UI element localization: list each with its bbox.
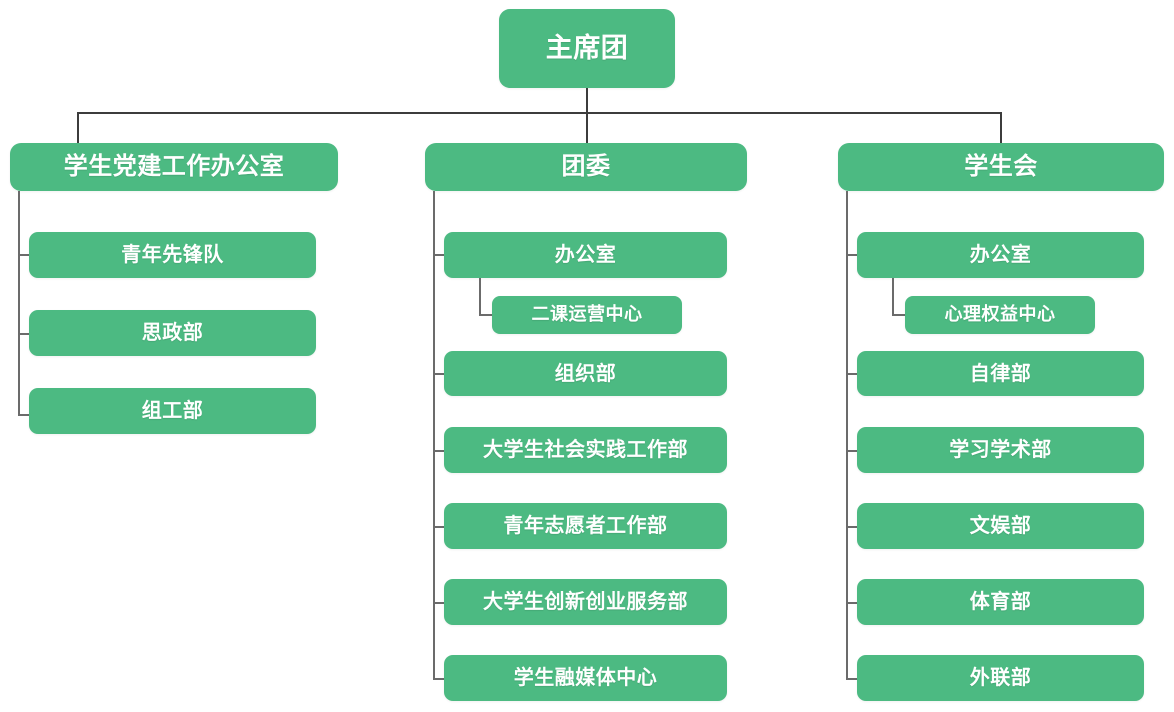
node-branch-3-child-1[interactable]: 办公室 [857,232,1144,278]
edge-branch-2-child-3 [433,450,446,452]
edge-branch-3-child-6 [846,678,859,680]
edge-branch-3-child-4 [846,526,859,528]
node-branch-3-child-6[interactable]: 外联部 [857,655,1144,701]
edge-branch-2-child-2 [433,373,446,375]
node-branch-1-child-3[interactable]: 组工部 [29,388,316,434]
node-branch-3[interactable]: 学生会 [838,143,1164,191]
node-branch-1-child-1[interactable]: 青年先锋队 [29,232,316,278]
node-branch-2[interactable]: 团委 [425,143,747,191]
node-root[interactable]: 主席团 [499,9,675,88]
spine-branch-3 [846,191,848,680]
edge-bus-to-branch-3 [1000,112,1002,143]
edge-branch-3-child-1 [846,254,859,256]
edge-branch-2-child-4 [433,526,446,528]
node-branch-3-child-2[interactable]: 自律部 [857,351,1144,396]
edge-branch-1-child-1 [18,254,31,256]
edge-branch-2-child-6 [433,678,446,680]
edge-branch-2-sub-1 [479,314,494,316]
node-branch-1-child-2[interactable]: 思政部 [29,310,316,356]
spine-branch-1 [18,191,20,416]
node-branch-1[interactable]: 学生党建工作办公室 [10,143,338,191]
node-branch-2-child-4[interactable]: 青年志愿者工作部 [444,503,727,549]
spine-branch-2-sub [479,278,481,315]
node-branch-2-child-5[interactable]: 大学生创新创业服务部 [444,579,727,625]
edge-branch-3-child-2 [846,373,859,375]
node-branch-2-child-1[interactable]: 办公室 [444,232,727,278]
edge-branch-1-child-2 [18,333,31,335]
node-branch-2-sub-1[interactable]: 二课运营中心 [492,296,682,334]
node-branch-2-child-2[interactable]: 组织部 [444,351,727,396]
edge-bus-to-branch-1 [77,112,79,143]
edge-branch-1-child-3 [18,414,31,416]
spine-branch-2 [433,191,435,680]
edge-branch-3-child-5 [846,602,859,604]
edge-bus-to-branch-2 [586,112,588,143]
edge-branch-2-child-5 [433,602,446,604]
edge-branch-3-child-3 [846,450,859,452]
node-branch-2-child-3[interactable]: 大学生社会实践工作部 [444,427,727,473]
edge-branch-3-sub-1 [892,314,907,316]
node-branch-3-child-5[interactable]: 体育部 [857,579,1144,625]
node-branch-3-child-4[interactable]: 文娱部 [857,503,1144,549]
spine-branch-3-sub [892,278,894,315]
node-branch-3-sub-1[interactable]: 心理权益中心 [905,296,1095,334]
edge-root-bus [77,112,1002,114]
node-branch-3-child-3[interactable]: 学习学术部 [857,427,1144,473]
edge-root-stem [586,88,588,113]
edge-branch-2-child-1 [433,254,446,256]
node-branch-2-child-6[interactable]: 学生融媒体中心 [444,655,727,701]
